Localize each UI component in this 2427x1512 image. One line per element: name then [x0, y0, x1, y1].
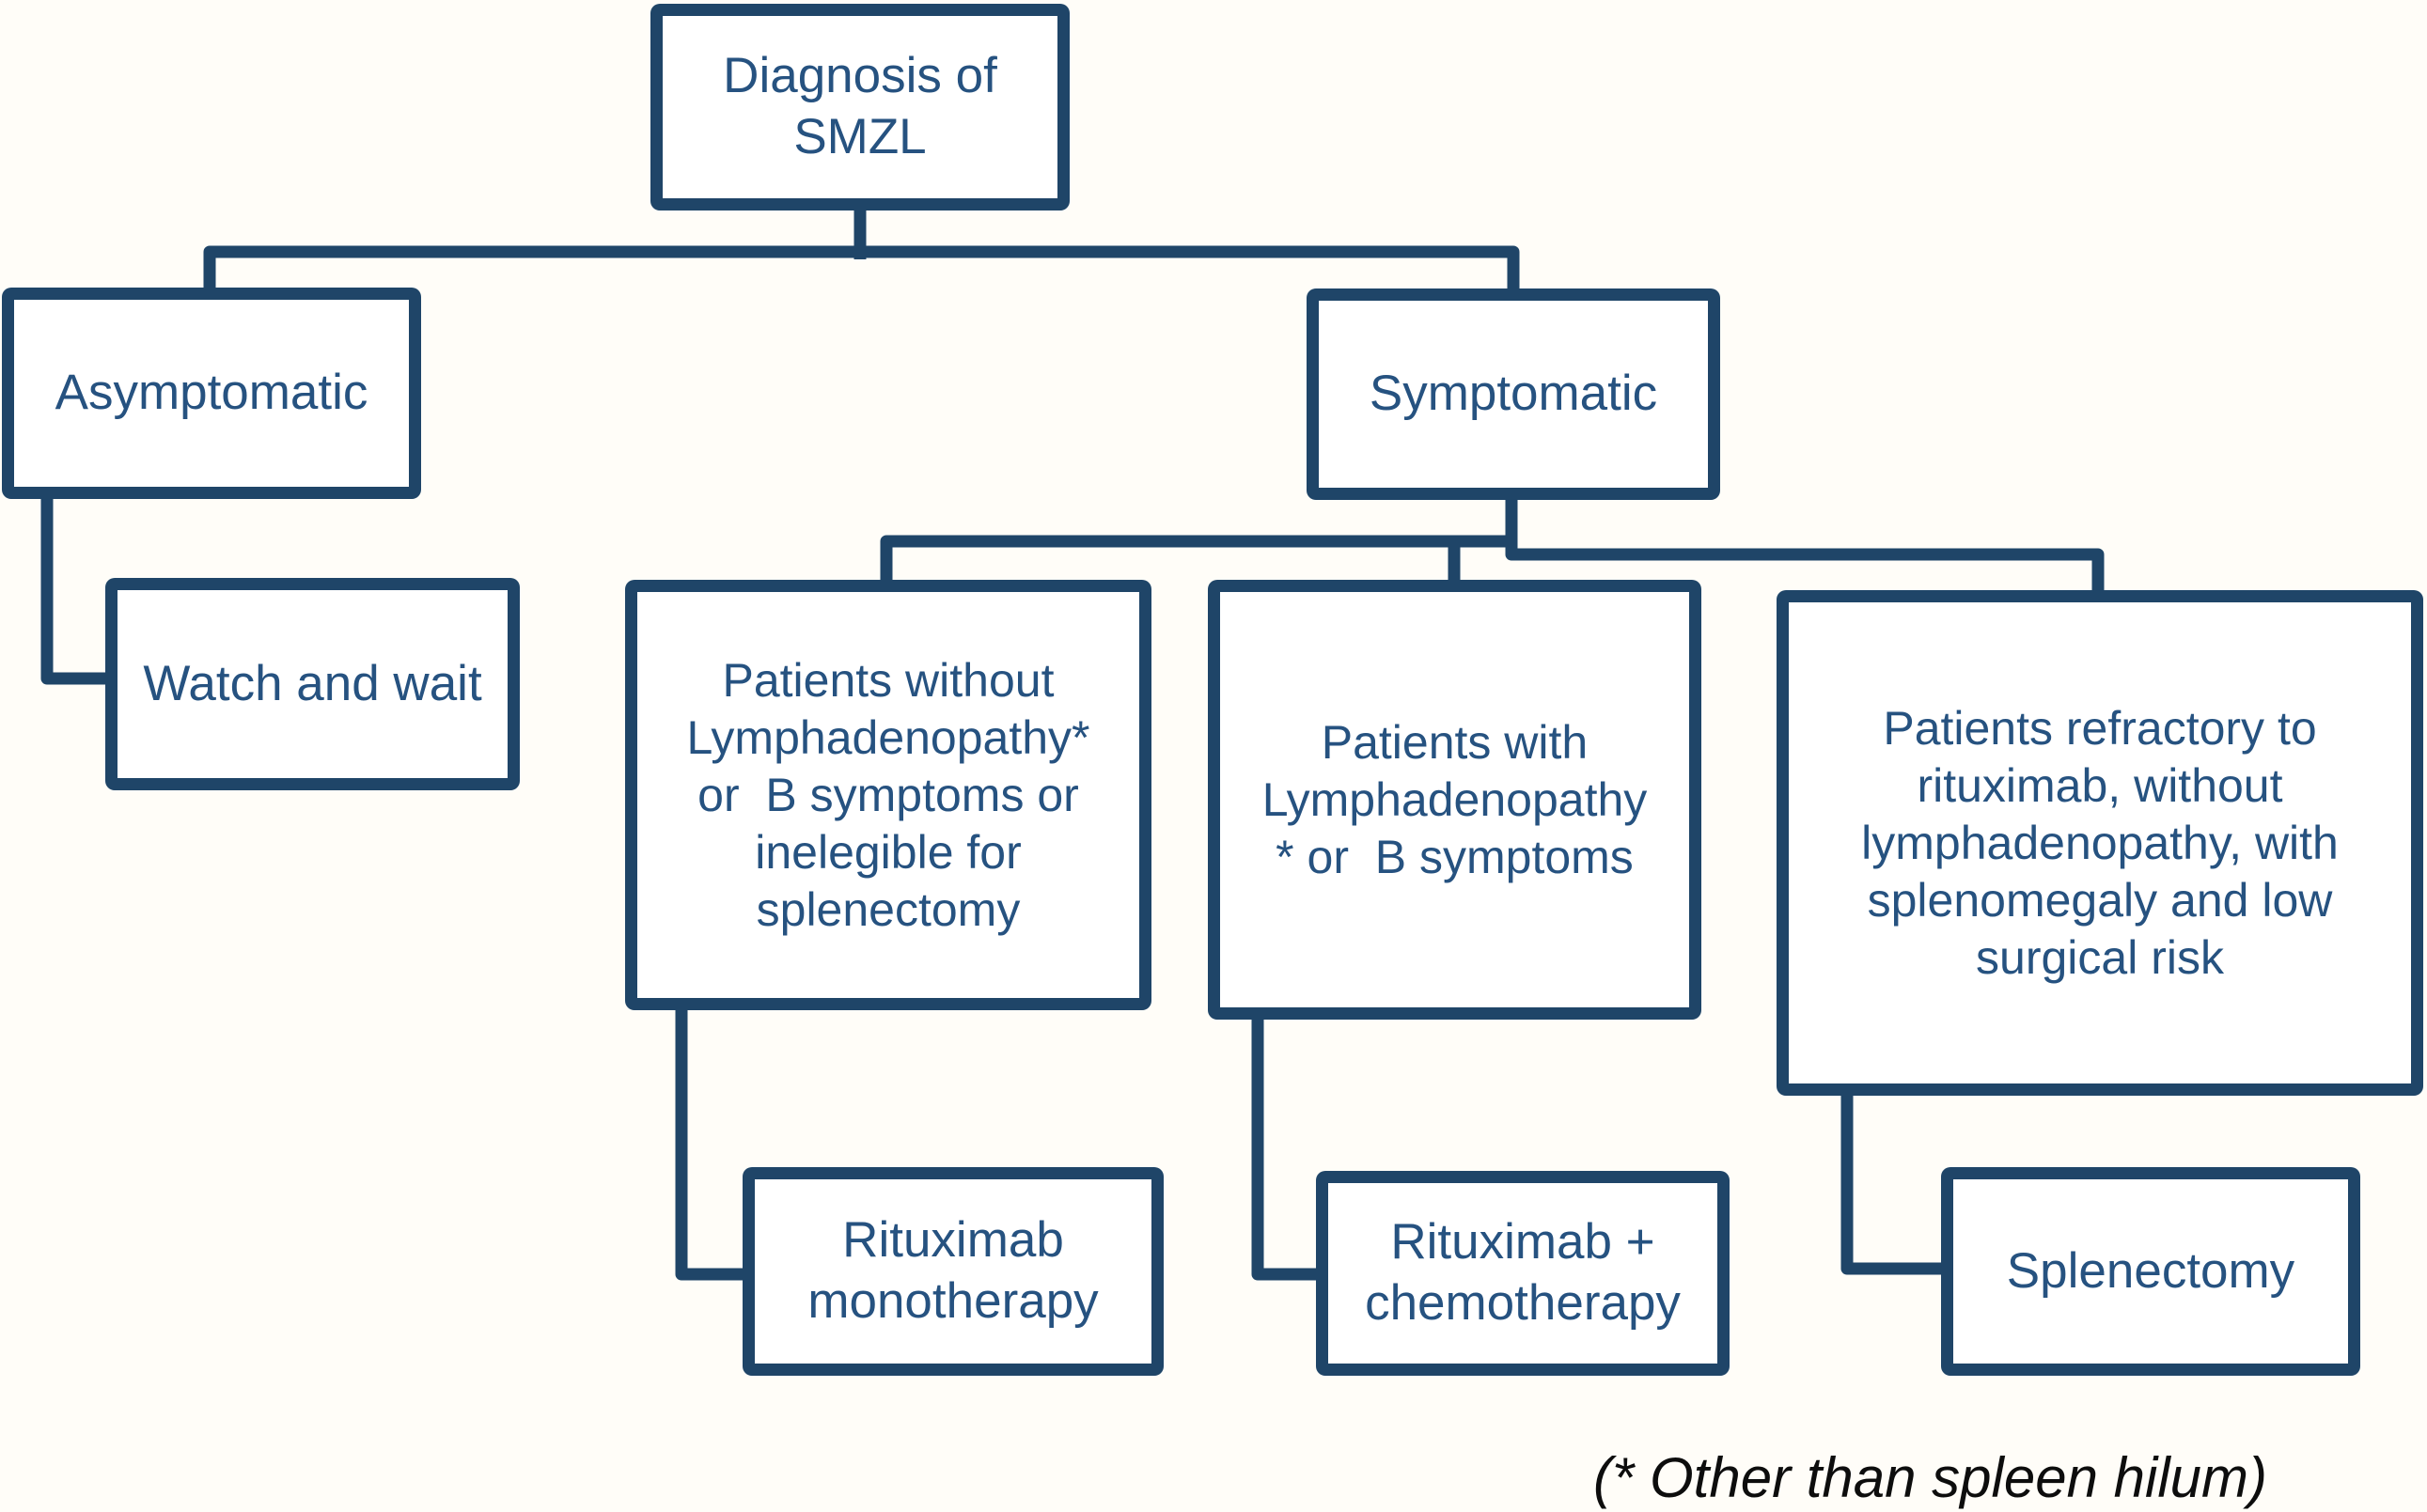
node-splenectomy: Splenectomy [1941, 1167, 2360, 1376]
node-patients-refractory-to-rituximab: Patients refractory to rituximab, withou… [1777, 590, 2423, 1096]
node-label: Patients refractory to rituximab, withou… [1861, 701, 2339, 984]
node-label: Patients with Lymphadenopathy * or B sym… [1261, 715, 1648, 883]
connector-symptomatic-right-branch [1505, 498, 2105, 592]
node-rituximab-monotherapy: Rituximab monotherapy [743, 1167, 1164, 1376]
node-symptomatic: Symptomatic [1307, 288, 1720, 500]
node-label: Symptomatic [1369, 366, 1658, 422]
connector-boxa-rituximab-mono [675, 1008, 746, 1281]
footnote-other-than-spleen-hilum: (* Other than spleen hilum) [1593, 1446, 2268, 1509]
node-patients-with-lymphadenopathy: Patients with Lymphadenopathy * or B sym… [1208, 580, 1701, 1020]
connector-main-branch [203, 245, 1520, 289]
node-asymptomatic: Asymptomatic [2, 288, 421, 499]
connector-boxb-rituximab-chemo [1251, 1018, 1320, 1281]
node-label: Splenectomy [2006, 1242, 2295, 1299]
connector-boxc-splenectomy [1840, 1094, 1945, 1275]
node-label: Rituximab + chemotherapy [1365, 1214, 1681, 1331]
connector-symptomatic-left-branch [880, 535, 1515, 582]
node-label: Rituximab monotherapy [807, 1212, 1099, 1329]
node-rituximab-chemotherapy: Rituximab + chemotherapy [1316, 1171, 1730, 1376]
node-watch-and-wait: Watch and wait [105, 578, 520, 790]
node-label: Patients without Lymphadenopathy* or B s… [686, 653, 1090, 936]
node-diagnosis-of-smzl: Diagnosis of SMZL [650, 4, 1070, 210]
node-label: Asymptomatic [55, 365, 368, 421]
node-patients-without-lymphadenopathy: Patients without Lymphadenopathy* or B s… [625, 580, 1151, 1010]
connector-asymptomatic-watchwait [40, 497, 109, 685]
node-label: Diagnosis of SMZL [723, 48, 997, 164]
node-label: Watch and wait [143, 655, 482, 711]
